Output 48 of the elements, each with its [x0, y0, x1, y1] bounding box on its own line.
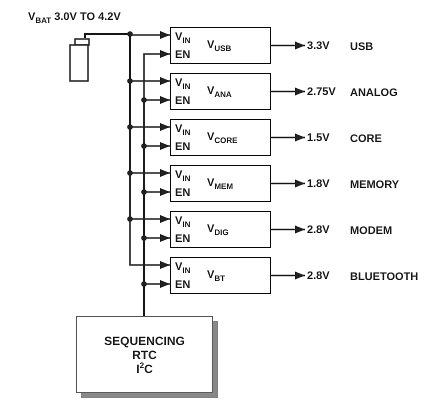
pin-label: V$_{IN}$ [175, 261, 190, 273]
controller-label: I$^{2}$C [136, 362, 153, 376]
output-voltage: 1.5V [307, 130, 330, 144]
pin-label: V$_{IN}$ [175, 169, 190, 181]
battery-icon [68, 38, 90, 82]
pin-label: V$_{DIG}$ [207, 223, 229, 235]
arrow [271, 180, 305, 188]
pin-label: V$_{BT}$ [207, 269, 226, 281]
pin-label: V$_{MEM}$ [207, 177, 234, 189]
rail-name: BLUETOOTH [350, 270, 418, 284]
pin-label: EN [175, 279, 190, 291]
regulator-box [170, 119, 271, 156]
pin-label: V$_{IN}$ [175, 123, 190, 135]
pin-label: EN [175, 49, 190, 61]
arrow [84, 33, 170, 269]
regulator-box [170, 165, 271, 202]
regulator-box [170, 257, 271, 294]
pin-label: V$_{IN}$ [175, 31, 190, 43]
pin-label: V$_{IN}$ [175, 215, 190, 227]
pin-label: EN [175, 95, 190, 107]
rail-name: MODEM [350, 224, 392, 238]
arrow [271, 88, 305, 96]
arrow [271, 226, 305, 234]
output-voltage: 2.75V [307, 84, 336, 98]
pin-label: EN [175, 141, 190, 153]
output-voltage: 3.3V [307, 38, 330, 52]
output-voltage: 2.8V [307, 222, 330, 236]
regulator-box [170, 73, 271, 110]
arrow [271, 134, 305, 142]
pin-label: V$_{ANA}$ [207, 85, 232, 97]
output-voltage: 2.8V [307, 268, 330, 282]
controller-label: SEQUENCING [104, 334, 185, 348]
arrow [271, 42, 305, 50]
rail-name: USB [350, 40, 374, 54]
regulator-box [170, 211, 271, 248]
pin-label: EN [175, 187, 190, 199]
arrow [271, 272, 305, 280]
output-voltage: 1.8V [307, 176, 330, 190]
controller-label: RTC [132, 348, 157, 362]
pin-label: V$_{IN}$ [175, 77, 190, 89]
rail-name: ANALOG [350, 86, 398, 100]
pin-label: V$_{CORE}$ [207, 131, 238, 143]
pin-label: EN [175, 233, 190, 245]
regulator-box [170, 27, 271, 64]
rail-name: CORE [350, 132, 382, 146]
supply-voltage-label: V$_{BAT}$ 3.0V TO 4.2V [28, 11, 121, 23]
pin-label: V$_{USB}$ [207, 39, 232, 51]
rail-name: MEMORY [350, 178, 400, 192]
